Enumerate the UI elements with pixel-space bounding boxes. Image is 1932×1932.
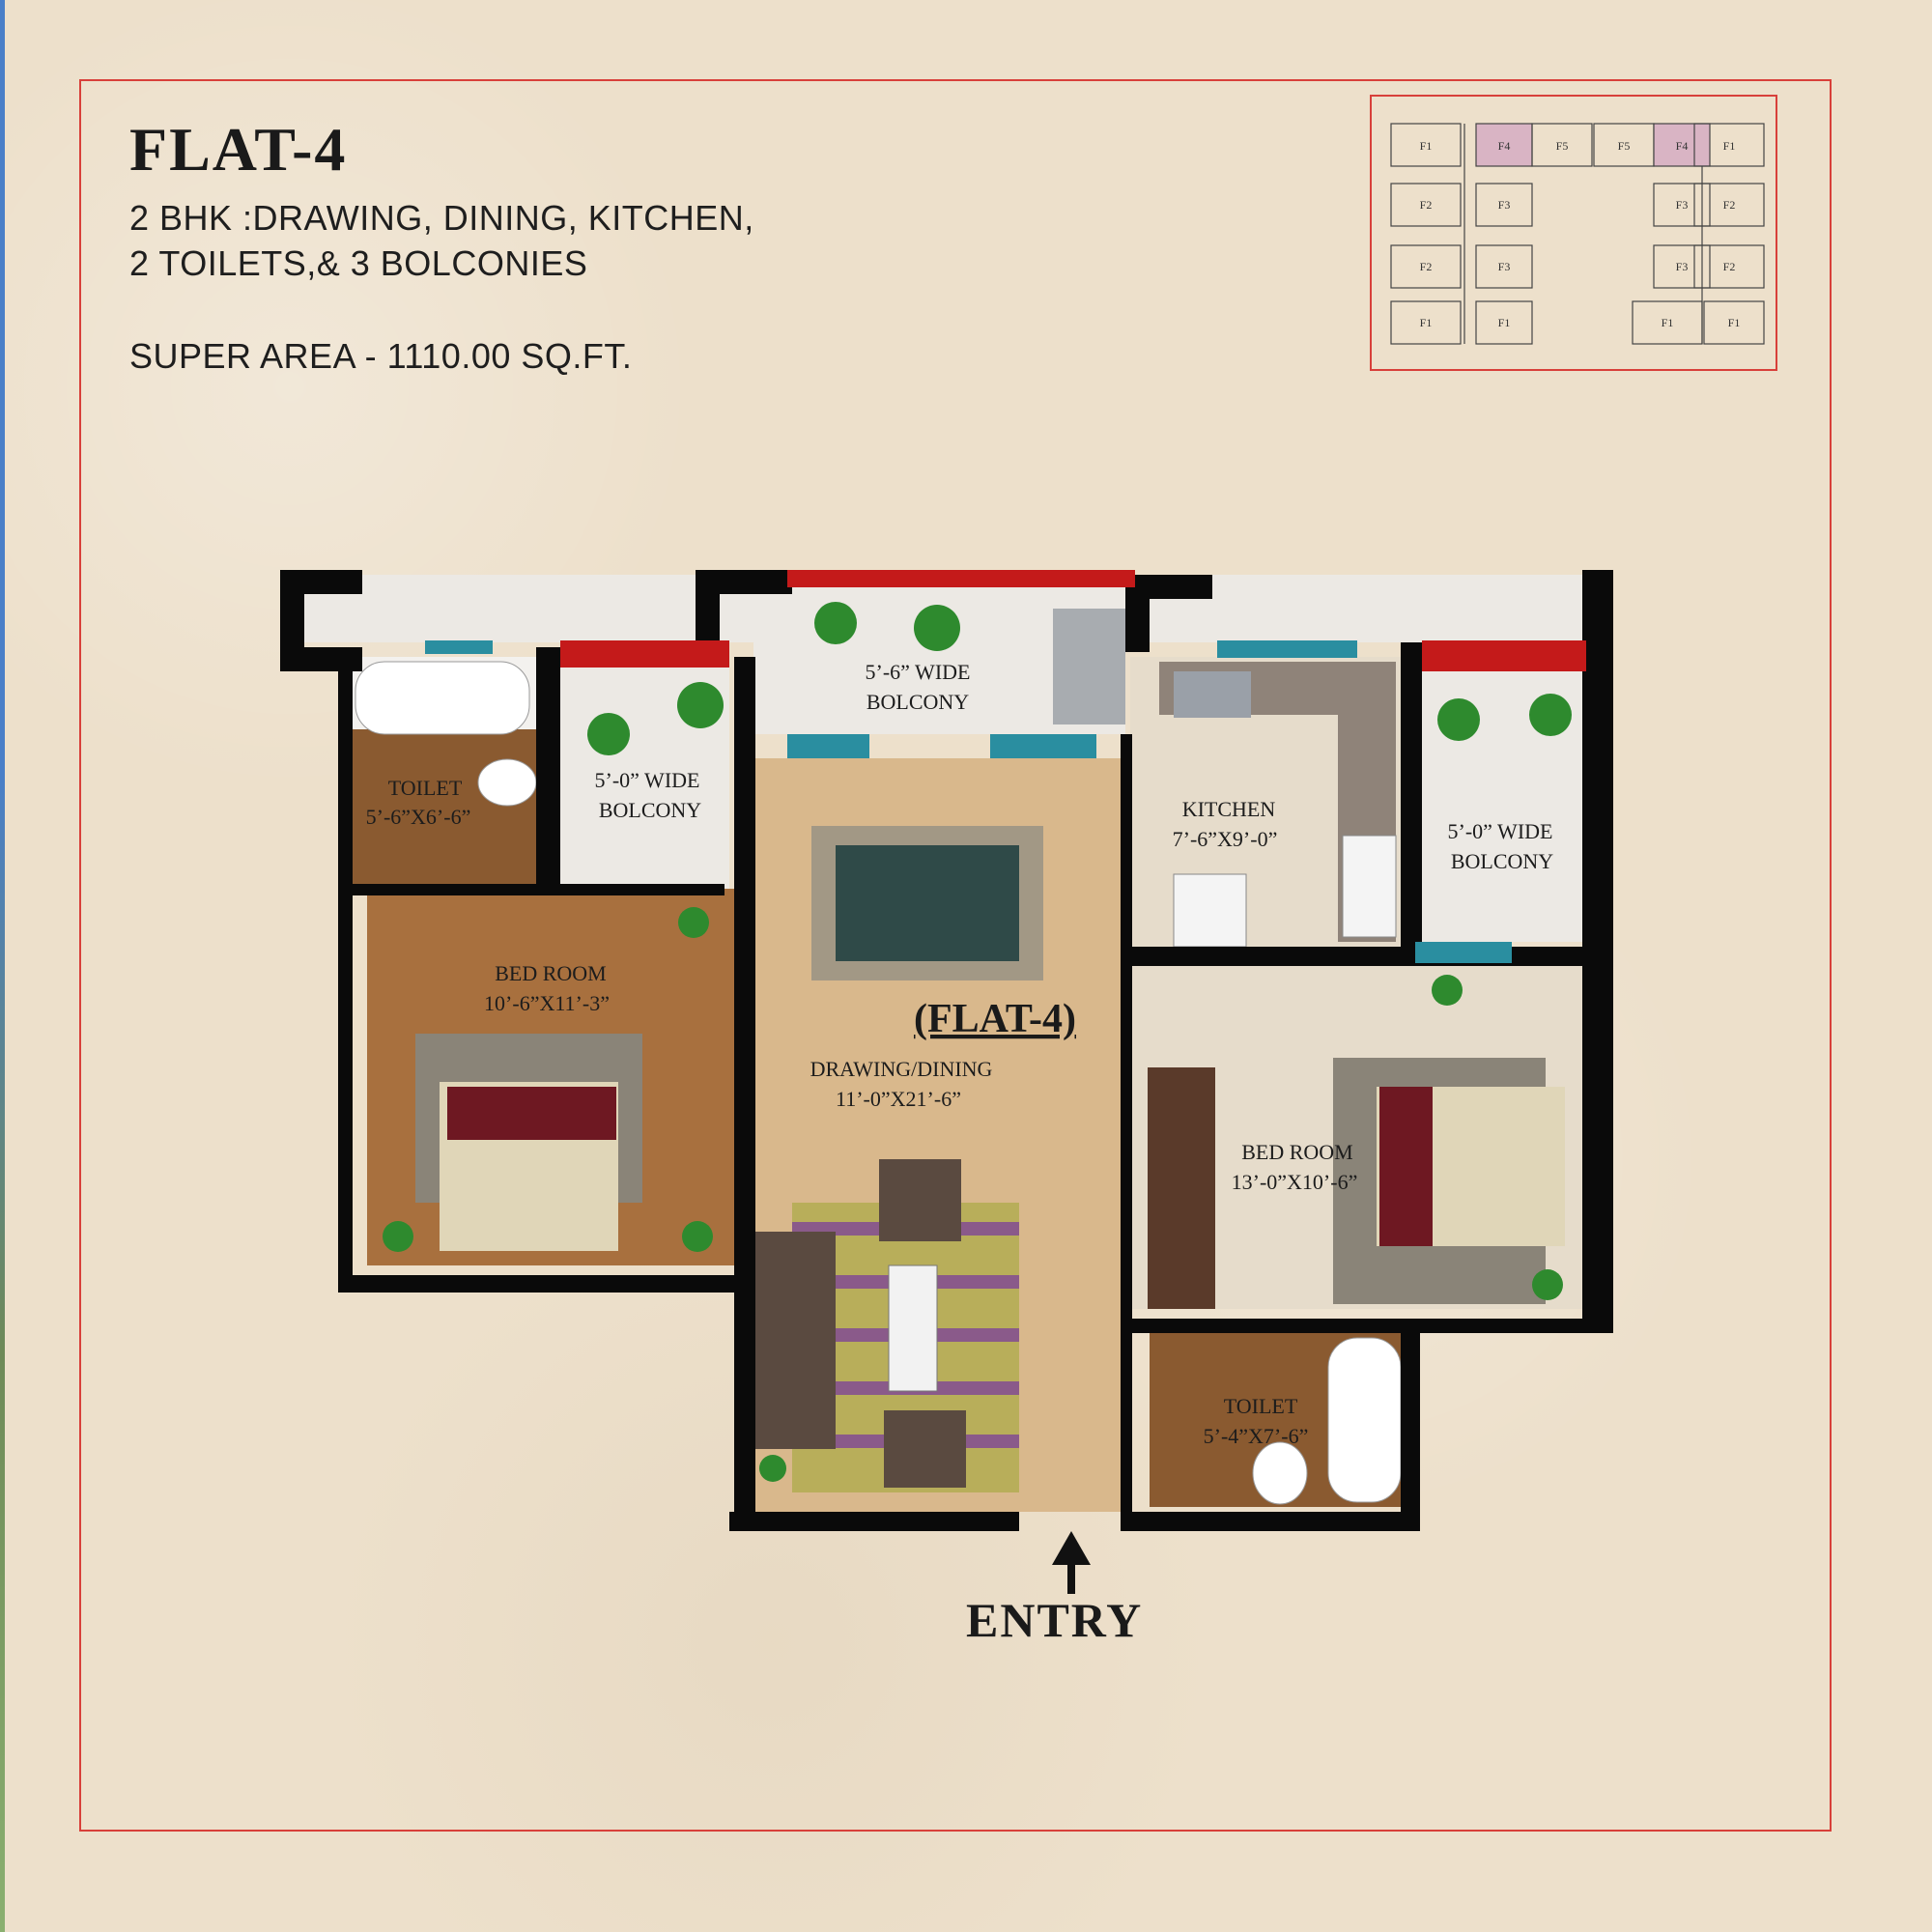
- dining-table: [836, 845, 1019, 961]
- description-line-2: 2 TOILETS,& 3 BOLCONIES: [129, 243, 588, 283]
- windows: [425, 570, 1586, 963]
- armchair-top: [879, 1159, 961, 1241]
- bolcony-2-sub: BOLCONY: [867, 690, 969, 714]
- kp-unit-r4-4: F1: [1728, 316, 1741, 329]
- kp-unit-r2-4: F2: [1723, 198, 1736, 212]
- kp-unit-r3-4: F2: [1723, 260, 1736, 273]
- left-edge-strip: [0, 0, 5, 1932]
- toilet-2-name: TOILET: [1224, 1394, 1298, 1418]
- bed-2-blanket: [1379, 1087, 1433, 1246]
- toilet-2-size: 5’-4”X7’-6”: [1204, 1424, 1309, 1448]
- key-plan-drawing: F1 F4 F5 F5 F4 F1 F2 F3 F3 F2 F2 F3 F3 F…: [1390, 123, 1765, 345]
- drawing-dining-name: DRAWING/DINING: [810, 1057, 993, 1081]
- kp-unit-2: F4: [1498, 139, 1511, 153]
- kp-unit-r4-3: F1: [1662, 316, 1674, 329]
- kp-unit-r2-2: F3: [1498, 198, 1511, 212]
- kp-unit-5: F4: [1676, 139, 1689, 153]
- description-line-1: 2 BHK :DRAWING, DINING, KITCHEN,: [129, 198, 754, 238]
- kp-unit-r2-1: F2: [1420, 198, 1433, 212]
- kp-unit-r3-1: F2: [1420, 260, 1433, 273]
- toilet-1-name: TOILET: [388, 776, 463, 800]
- armchair-bottom: [884, 1410, 966, 1488]
- super-area: SUPER AREA - 1110.00 SQ.FT.: [129, 336, 633, 376]
- entry-label: ENTRY: [966, 1593, 1144, 1647]
- kitchen-appliance: [1173, 873, 1247, 948]
- kp-unit-1: F1: [1420, 139, 1433, 153]
- bedroom-1-size: 10’-6”X11’-3”: [484, 991, 610, 1015]
- kp-unit-6: F1: [1723, 139, 1736, 153]
- kp-unit-r2-3: F3: [1676, 198, 1689, 212]
- kp-unit-r3-3: F3: [1676, 260, 1689, 273]
- kp-unit-r4-2: F1: [1498, 316, 1511, 329]
- kp-unit-r3-2: F3: [1498, 260, 1511, 273]
- bed-1-blanket: [447, 1087, 616, 1140]
- bolcony-1-name: 5’-0” WIDE: [595, 768, 700, 792]
- kp-unit-3: F5: [1556, 139, 1569, 153]
- key-plan: F1 F4 F5 F5 F4 F1 F2 F3 F3 F2 F2 F3 F3 F…: [1370, 95, 1777, 371]
- kitchen-sink: [1342, 835, 1397, 938]
- plants: [383, 602, 1572, 1482]
- page-title: FLAT-4: [129, 115, 348, 184]
- kitchen-name: KITCHEN: [1182, 797, 1276, 821]
- refrigerator: [1053, 609, 1125, 724]
- wc-1: [477, 758, 537, 807]
- wc-2: [1252, 1441, 1308, 1505]
- toilet-1-size: 5’-6”X6’-6”: [366, 805, 471, 829]
- bolcony-1-sub: BOLCONY: [599, 798, 701, 822]
- toilet-1-floor: [353, 729, 536, 884]
- bolcony-2-name: 5’-6” WIDE: [866, 660, 971, 684]
- walls: [280, 570, 1613, 1531]
- flat-label: (FLAT-4): [914, 997, 1076, 1041]
- bolcony-3-name: 5’-0” WIDE: [1448, 819, 1553, 843]
- wardrobe: [1148, 1067, 1215, 1309]
- kitchen-hob: [1174, 671, 1251, 718]
- bedroom-1-name: BED ROOM: [495, 961, 607, 985]
- page-frame: [79, 79, 1832, 1832]
- bedroom-2-size: 13’-0”X10’-6”: [1232, 1170, 1358, 1194]
- bedroom-2-name: BED ROOM: [1241, 1140, 1353, 1164]
- kitchen-size: 7’-6”X9’-0”: [1173, 827, 1278, 851]
- coffee-table: [888, 1264, 938, 1392]
- kp-unit-4: F5: [1618, 139, 1631, 153]
- drawing-dining-size: 11’-0”X21’-6”: [836, 1087, 961, 1111]
- bathtub-1: [355, 661, 530, 735]
- bathtub-2: [1327, 1337, 1402, 1503]
- entry-arrow-icon: [1052, 1531, 1091, 1594]
- kp-unit-r4-1: F1: [1420, 316, 1433, 329]
- bolcony-3-sub: BOLCONY: [1451, 849, 1553, 873]
- sofa: [749, 1232, 836, 1449]
